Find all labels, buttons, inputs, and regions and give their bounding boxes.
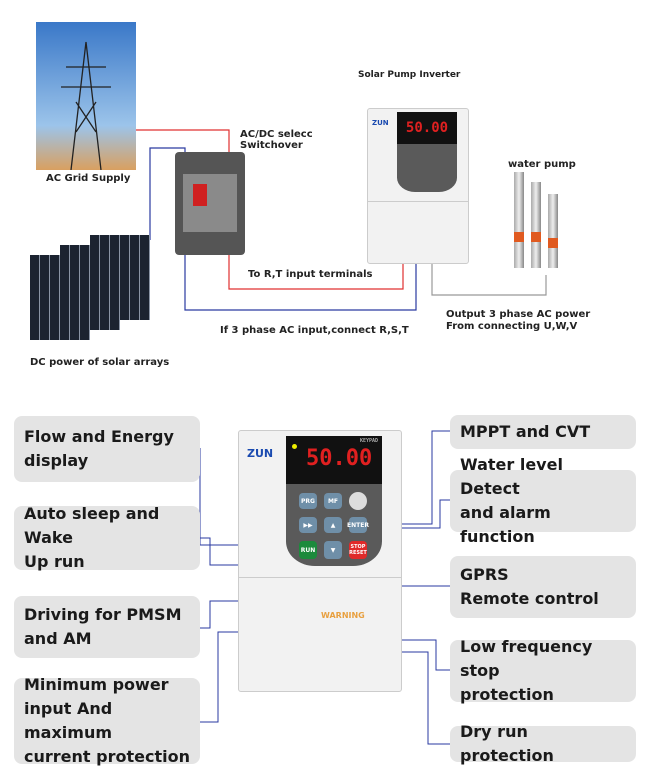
connector-mppt [378, 430, 450, 525]
feature-min-power: Minimum power input And maximum current … [14, 675, 200, 766]
key-stop-reset[interactable]: STOP RESET [349, 541, 367, 559]
water-pump-image [512, 172, 562, 272]
dc-power-label: DC power of solar arrays [30, 357, 170, 368]
power-tower-image [36, 22, 136, 171]
brand-logo: ZUN [247, 447, 274, 460]
brand-logo: ZUN [372, 119, 389, 127]
water-pump-label: water pump [508, 159, 576, 170]
ac-grid-label: AC Grid Supply [46, 173, 131, 184]
warning-label: WARNING [321, 611, 365, 620]
feature-water-level: Water level Detect and alarm function [450, 455, 636, 546]
large-display: KEYPAD 50.00 [286, 436, 382, 484]
key-shift[interactable]: ▶▶ [299, 517, 317, 533]
feature-pmsm: Driving for PMSM and AM [14, 596, 200, 658]
key-up[interactable]: ▲ [324, 517, 342, 533]
key-knob[interactable] [349, 492, 367, 510]
key-prg[interactable]: PRG [299, 493, 317, 509]
key-enter[interactable]: ENTER [347, 517, 369, 533]
key-down[interactable]: ▼ [324, 541, 342, 559]
small-keypad [397, 144, 457, 192]
switch-label-2: Switchover [240, 140, 303, 151]
small-display: 50.00 [397, 112, 457, 144]
output-label-2: From connecting U,W,V [446, 321, 578, 332]
large-inverter-image: ZUN KEYPAD 50.00 PRG MF ▶▶ ▲ ENTER RUN ▼… [238, 430, 402, 692]
connector-lowfreq [383, 639, 450, 671]
keypad-label: KEYPAD [359, 438, 378, 444]
feature-gprs: GPRS Remote control [450, 556, 636, 618]
key-run[interactable]: RUN [299, 541, 317, 559]
solar-panels-image [30, 235, 152, 340]
feature-auto-sleep: Auto sleep and Wake Up run [14, 504, 200, 571]
breaker-switch-image [175, 152, 245, 255]
output-line [431, 262, 547, 296]
to-rt-label: To R,T input terminals [248, 269, 373, 280]
switch-label-1: AC/DC selecc [240, 129, 313, 140]
feature-flow-energy: Flow and Energy display [14, 416, 200, 482]
connector-water [378, 499, 450, 529]
small-inverter-image: ZUN 50.00 [367, 108, 469, 264]
key-mf[interactable]: MF [324, 493, 342, 509]
feature-low-frequency: Low frequency stop protection [450, 637, 636, 704]
display-value: 50.00 [306, 446, 373, 471]
feature-mppt: MPPT and CVT [450, 415, 636, 449]
feature-dry-run: Dry run protection [450, 722, 636, 765]
output-label-1: Output 3 phase AC power [446, 309, 591, 320]
ac-line [136, 129, 230, 152]
three-phase-label: If 3 phase AC input,connect R,S,T [220, 325, 409, 336]
ac-line-to-rt [228, 255, 404, 290]
inverter-title: Solar Pump Inverter [358, 70, 461, 80]
